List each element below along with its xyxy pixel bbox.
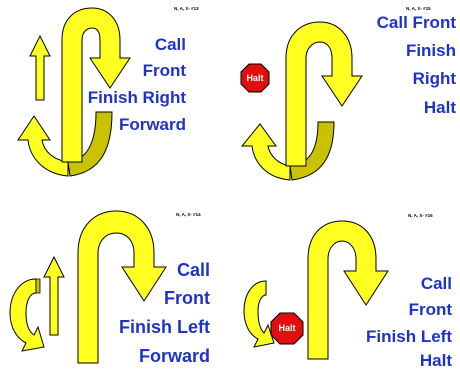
sign-line: Finish Right <box>87 88 186 107</box>
curve-left-arrow-icon <box>240 123 291 181</box>
halt-sign-label: Halt <box>246 73 264 83</box>
halt-sign-label: Halt <box>278 323 296 333</box>
hook-right-arrow-icon <box>77 210 167 364</box>
sign-line: Call Front <box>376 13 456 32</box>
sign-line: Call <box>420 274 452 293</box>
sign-line: Front <box>164 288 210 308</box>
swirl-left-arrow-icon <box>9 278 45 352</box>
swirl-left-arrow-icon <box>243 280 275 348</box>
finish-left-forward-arrows <box>9 210 167 364</box>
finish-left-halt-arrows <box>243 220 389 360</box>
forward-arrow-icon <box>43 255 65 336</box>
sign-line: Call <box>154 35 186 54</box>
hook-right-arrow-icon <box>307 220 389 360</box>
sign-code: N, A, X- #13 <box>174 6 199 11</box>
sign-code: N, A, X- #16 <box>408 213 433 218</box>
finish-right-forward-arrows <box>17 7 131 177</box>
halt-sign-icon <box>240 63 270 93</box>
sign-code: N, A, X- #15 <box>406 6 431 11</box>
forward-arrow-icon <box>29 34 51 101</box>
hook-right-arrow-icon <box>61 7 131 163</box>
sign-line: Finish <box>405 41 456 60</box>
sign-line: Call <box>176 260 210 280</box>
sign-call-front-finish-left-forward: N, A, X- #14 Call Front Finish Left Forw… <box>0 185 230 370</box>
finish-right-halt-arrows <box>240 21 363 181</box>
curve-left-arrow-icon <box>17 115 69 177</box>
sign-line: Finish Left <box>366 327 452 346</box>
sign-line: Forward <box>118 115 186 134</box>
sign-code: N, A, X- #14 <box>176 212 201 217</box>
sign-line: Forward <box>138 346 210 366</box>
hook-right-arrow-icon <box>285 21 363 167</box>
sign-line: Halt <box>419 351 452 370</box>
sign-line: Halt <box>423 98 456 117</box>
sign-call-front-finish-right-forward: N, A, X- #13 Call Front Finish Right For… <box>0 0 230 185</box>
sign-line: Front <box>408 300 452 319</box>
sign-line: Finish Left <box>119 317 210 337</box>
swirl-shadow-icon <box>35 278 41 294</box>
sign-call-front-finish-right-halt: Halt N, A, X- #15 Call Front Finish Righ… <box>230 0 460 185</box>
sign-call-front-finish-left-halt: Halt N, A, X- #16 Call Front Finish Left… <box>230 185 460 370</box>
halt-sign-icon <box>270 312 304 345</box>
sign-line: Right <box>412 69 456 88</box>
sign-line: Front <box>142 61 186 80</box>
